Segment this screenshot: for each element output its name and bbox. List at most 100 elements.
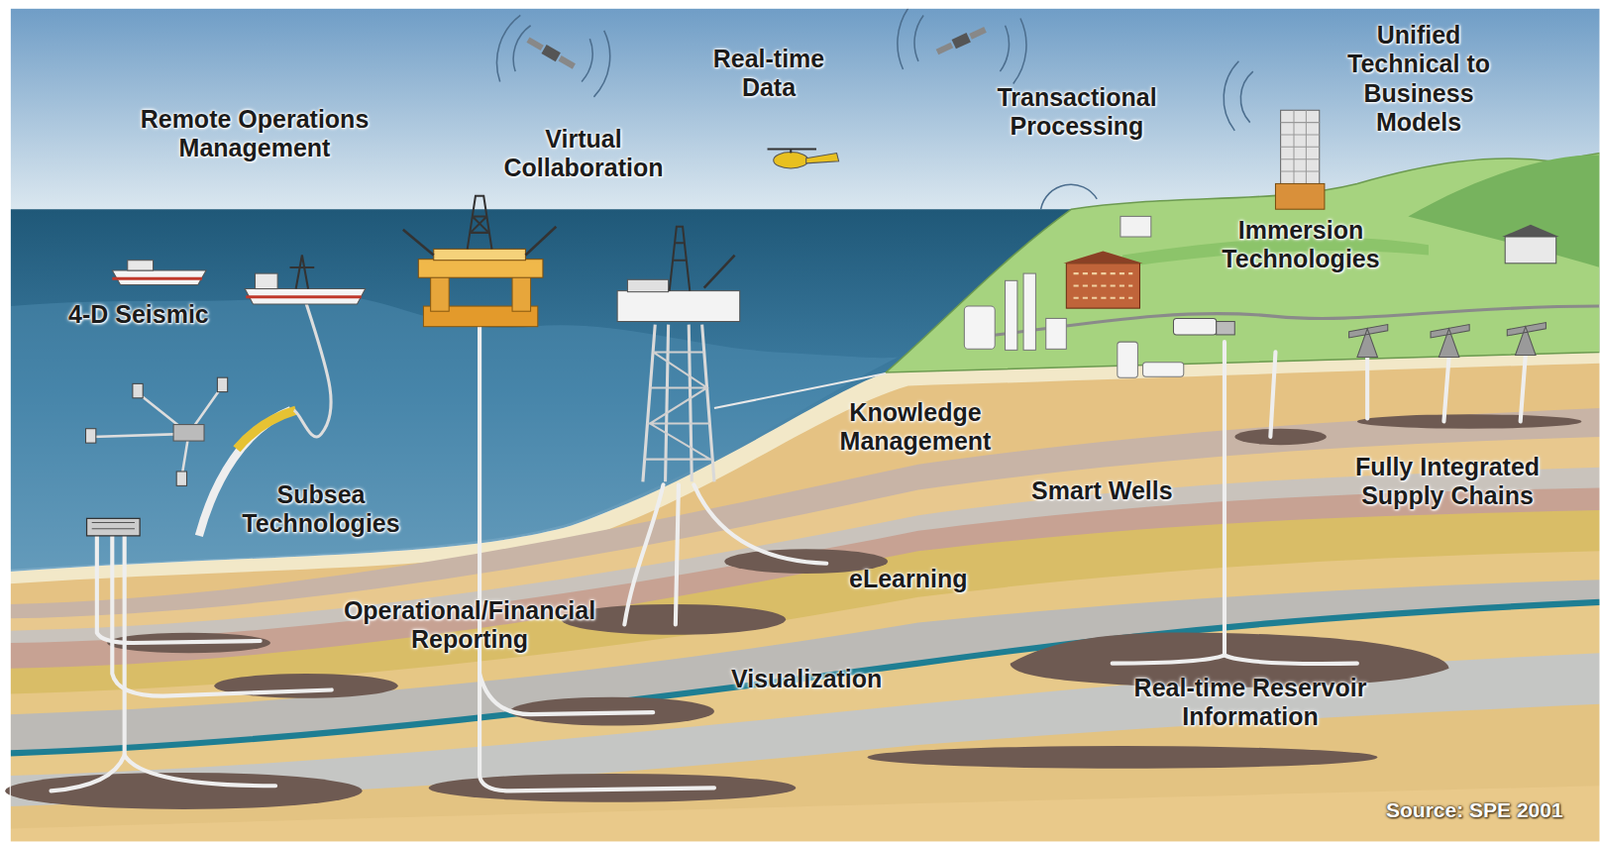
semi-submersible-rig-part [467, 196, 493, 250]
ships-part [290, 255, 316, 290]
semi-submersible-rig-part [433, 248, 527, 260]
subsea-equipment-part [132, 383, 143, 398]
jacket-platform-part [704, 255, 736, 289]
wells-part [675, 484, 679, 625]
onshore-facilities-part [1280, 109, 1320, 192]
onshore-facilities-part [1216, 321, 1236, 335]
onshore-facilities-part [1046, 318, 1067, 349]
source-note: Source: SPE 2001 [1386, 798, 1564, 824]
land-part [1407, 154, 1600, 267]
sea-part [9, 295, 898, 570]
satellites-and-signals-part [525, 35, 577, 72]
wells-part [124, 754, 276, 786]
subsea-equipment-part [216, 377, 227, 392]
subsea-equipment-part [92, 522, 135, 529]
callout-label: 4-D Seismic [68, 300, 210, 329]
callout-label: Fully Integrated Supply Chains [1318, 452, 1577, 512]
onshore-facilities-part [1501, 224, 1560, 237]
onshore-facilities-part [1504, 236, 1556, 264]
frame-part [9, 7, 1600, 843]
onshore-facilities [963, 109, 1559, 378]
onshore-facilities-part [1066, 263, 1140, 309]
satellites-and-signals-part [540, 44, 560, 62]
onshore-facilities-part [1143, 362, 1184, 377]
wells-part [1520, 355, 1526, 423]
semi-submersible-rig-part [418, 259, 543, 279]
callout-label: Knowledge Management [806, 398, 1025, 457]
satellites-and-signals-part [936, 42, 955, 56]
ships-part [254, 273, 278, 289]
satellites-and-signals-part [968, 26, 987, 40]
callout-label: Transactional Processing [958, 83, 1196, 142]
jacket-platform-part [644, 351, 713, 459]
helicopter [767, 148, 840, 169]
wells-part [1270, 351, 1276, 437]
wells-part [1224, 654, 1358, 664]
satellites-and-signals-part [952, 32, 971, 49]
wells [50, 326, 1525, 792]
onshore-facilities-part [1120, 215, 1152, 237]
wells-part [111, 535, 331, 697]
semi-submersible-rig [403, 196, 556, 327]
land-part [885, 153, 1600, 373]
ships-part [111, 270, 207, 285]
wells-part [97, 535, 261, 643]
satellites-and-signals-part [497, 14, 611, 97]
reservoirs-part [866, 746, 1378, 769]
onshore-facilities-part [1005, 280, 1018, 350]
jacket-platform-part [617, 291, 741, 322]
ships-part [111, 277, 203, 281]
onshore-facilities-part [963, 306, 995, 349]
frame [9, 7, 1600, 843]
helicopter-part [806, 153, 840, 164]
onshore-facilities-part [1173, 318, 1216, 334]
subsea-equipment-part [236, 410, 297, 449]
onshore-facilities-part [1023, 273, 1036, 350]
land [885, 153, 1600, 373]
sea [9, 209, 1081, 572]
callout-label: Visualization [731, 664, 882, 694]
callout-label: Real-time Data [689, 44, 849, 104]
onshore-facilities-part [1073, 273, 1134, 299]
satellites-and-signals-part [526, 37, 543, 52]
sea-part [9, 209, 1081, 572]
callout-label: Immersion Technologies [1191, 215, 1410, 275]
rock-strata-part [9, 363, 1600, 843]
subsea-equipment-part [294, 303, 332, 437]
semi-submersible-rig-part [403, 226, 556, 256]
satellites-and-signals-part [935, 24, 988, 57]
subsea-equipment-part [173, 425, 205, 441]
ships [111, 255, 365, 305]
ships-part [244, 289, 366, 305]
onshore-facilities-part [1063, 250, 1143, 263]
callout-label: eLearning [849, 564, 967, 594]
jacket-platform-part [642, 324, 715, 483]
wells-part [693, 484, 827, 563]
callout-label: Remote Operations Management [106, 105, 404, 164]
onshore-facilities-part [1275, 183, 1324, 210]
reservoirs-part [1357, 414, 1583, 428]
onshore-facilities-part [1430, 324, 1470, 358]
callout-label: Subsea Technologies [216, 480, 426, 539]
callout-label: Real-time Reservoir Information [1091, 673, 1409, 733]
sky-part [9, 7, 1600, 213]
callout-label: Unified Technical to Business Models [1329, 20, 1508, 137]
rock-strata-part [9, 704, 1600, 843]
reservoirs-part [1234, 428, 1327, 445]
rock-strata-part [9, 652, 1600, 843]
onshore-facilities-part [1117, 341, 1139, 378]
subsea-equipment-part [87, 518, 141, 536]
satellites-and-signals-part [897, 7, 1027, 84]
sky [9, 7, 1600, 213]
wells-part [479, 673, 653, 715]
rock-strata-part [9, 467, 1600, 843]
ships-part [127, 260, 154, 271]
helicopter-part [773, 152, 809, 169]
ships-part [245, 295, 361, 299]
satellites-and-signals-part [558, 55, 576, 70]
callout-label: Smart Wells [1031, 476, 1174, 506]
helicopter-part [767, 148, 817, 153]
subsea-equipment-part [92, 385, 223, 478]
wells-part [624, 484, 663, 625]
